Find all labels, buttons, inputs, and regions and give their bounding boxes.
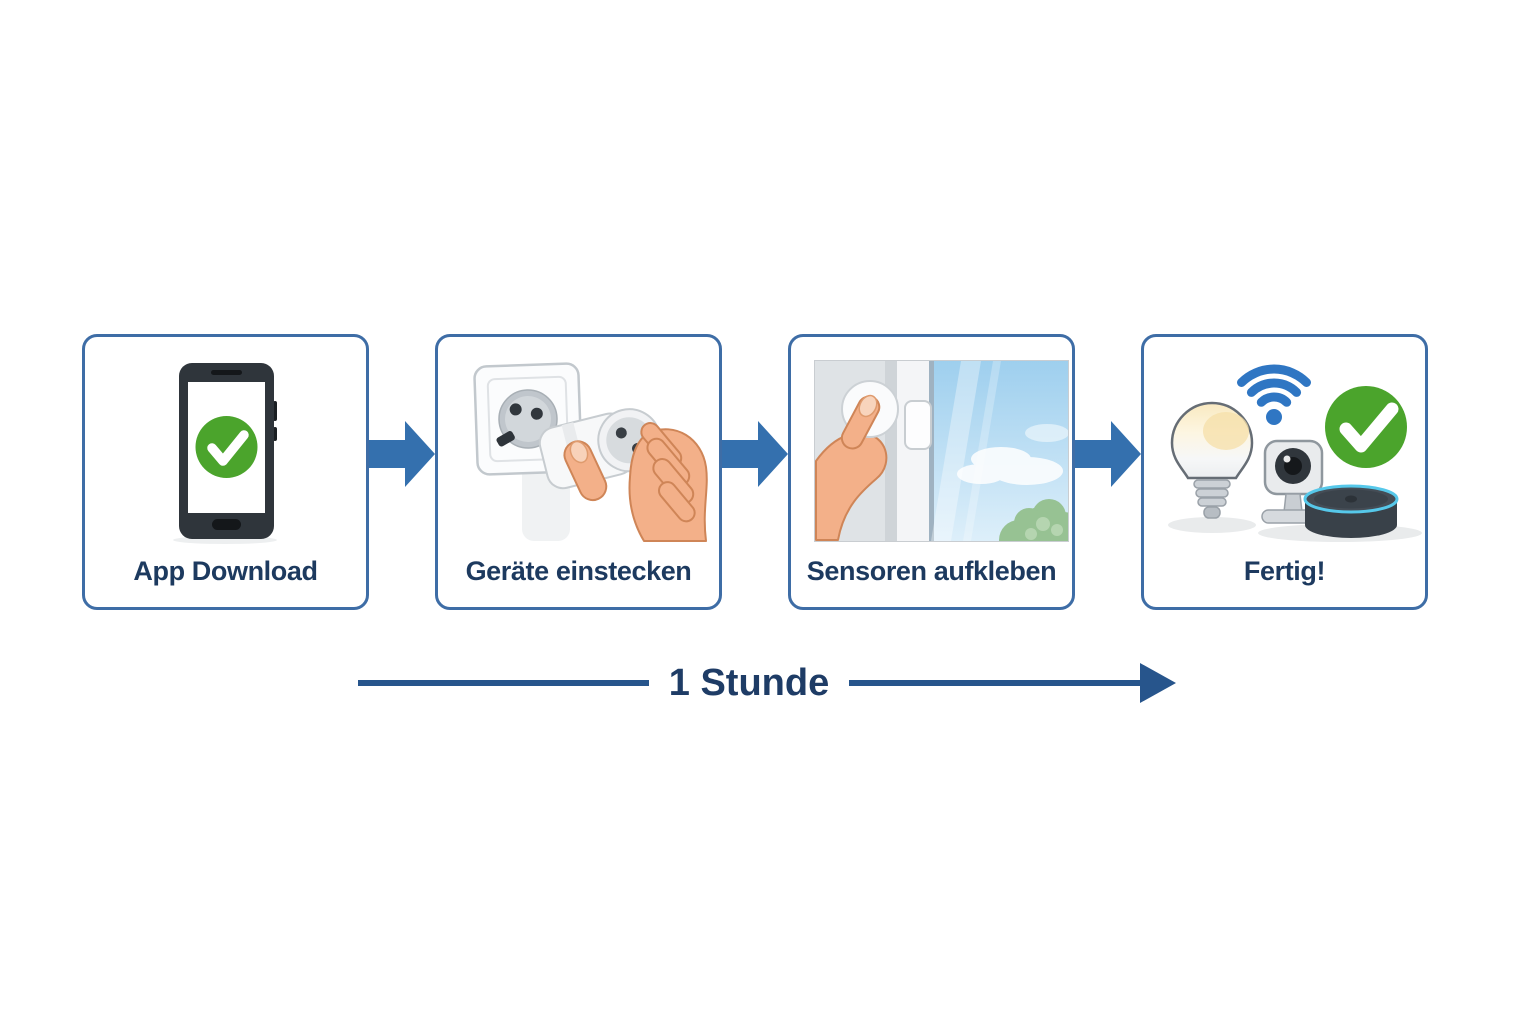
- step-card-done: Fertig!: [1141, 334, 1428, 610]
- door-sensor-icon: [904, 400, 932, 450]
- timeline-line-right: [849, 680, 1140, 686]
- timeline-line-left: [358, 680, 649, 686]
- arrow-right-icon: [722, 416, 788, 492]
- smartphone-checkmark-icon: [85, 337, 366, 545]
- window-sensor-icon: [791, 337, 1072, 545]
- step-label-done: Fertig!: [1243, 556, 1326, 586]
- step-label-app-download: App Download: [133, 556, 318, 586]
- smart-devices-checkmark-icon: [1144, 337, 1425, 545]
- smart-bulb-icon: [1170, 401, 1254, 519]
- timeline-label: 1 Stunde: [668, 661, 830, 704]
- plug-into-socket-icon: [438, 337, 719, 545]
- hand-icon: [563, 422, 708, 542]
- wifi-icon: [1237, 364, 1311, 425]
- clouds: [957, 424, 1068, 485]
- step-card-stick-sensors: Sensoren aufkleben: [788, 334, 1075, 610]
- steps-row: App Download: [82, 334, 1428, 610]
- hand-icon: [815, 432, 888, 541]
- arrow-right-icon: [369, 416, 435, 492]
- green-checkmark-icon: [195, 416, 258, 478]
- arrow-right-icon: [1075, 416, 1141, 492]
- smart-speaker-icon: [1303, 484, 1399, 538]
- step-card-app-download: App Download: [82, 334, 369, 610]
- timeline: 1 Stunde: [358, 655, 1176, 711]
- window-frame: [897, 361, 931, 541]
- step-label-plug-in-devices: Geräte einstecken: [465, 556, 692, 586]
- timeline-arrowhead-icon: [1140, 663, 1176, 703]
- step-label-stick-sensors: Sensoren aufkleben: [806, 556, 1057, 586]
- green-checkmark-icon: [1325, 386, 1407, 468]
- index-finger: [840, 394, 881, 450]
- step-card-plug-in-devices: Geräte einstecken: [435, 334, 722, 610]
